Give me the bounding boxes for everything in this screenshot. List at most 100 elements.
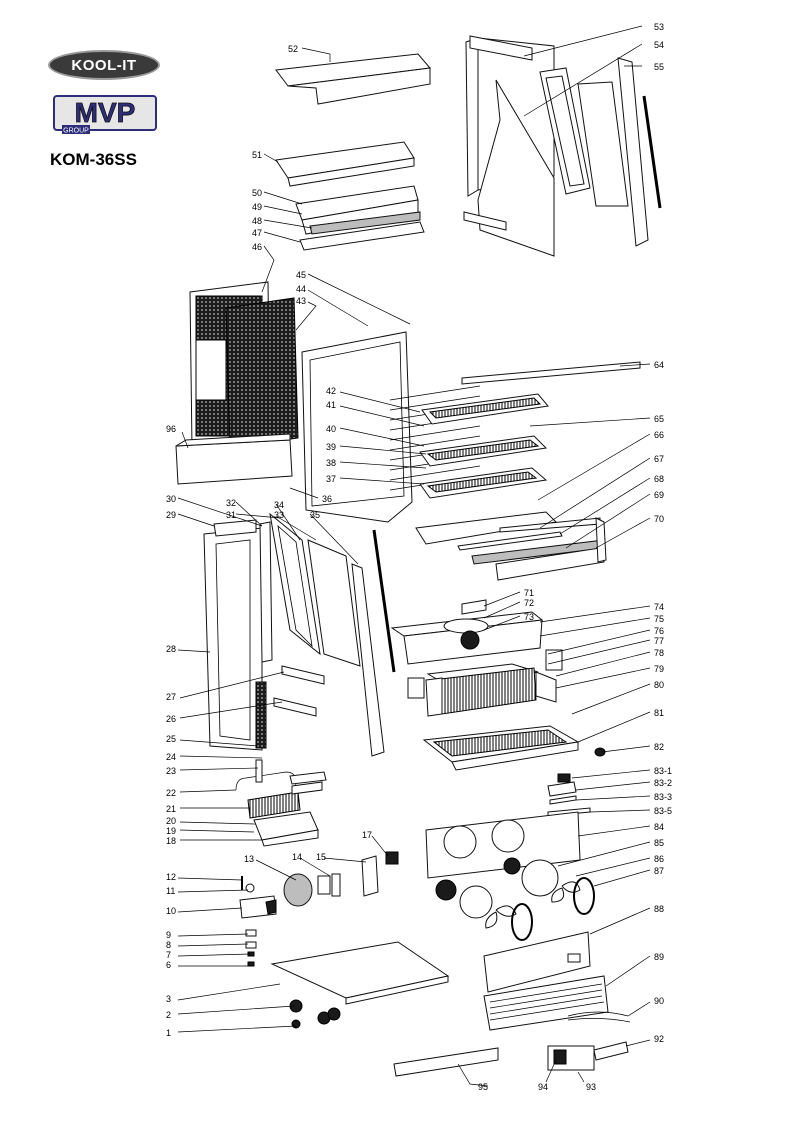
label-6: 6 — [166, 960, 171, 970]
gasket-strip — [309, 211, 421, 235]
label-27: 27 — [166, 692, 176, 702]
label-96: 96 — [166, 424, 176, 434]
kool-it-logo: KOOL-IT — [48, 50, 160, 80]
label-45: 45 — [296, 270, 306, 280]
label-47: 47 — [252, 228, 262, 238]
label-13: 13 — [244, 854, 254, 864]
label-85: 85 — [654, 838, 664, 848]
bottom-trim — [393, 1047, 499, 1077]
door-top-bracket — [213, 519, 257, 537]
label-64: 64 — [654, 360, 664, 370]
label-83-2: 83-2 — [654, 778, 672, 788]
condenser-fan-left — [435, 879, 533, 941]
label-44: 44 — [296, 284, 306, 294]
label-2: 2 — [166, 1010, 171, 1020]
label-28: 28 — [166, 644, 176, 654]
thermostat-switch — [557, 773, 571, 783]
label-50: 50 — [252, 188, 262, 198]
label-90: 90 — [654, 996, 664, 1006]
box-cover — [593, 1041, 629, 1061]
kick-plate — [495, 547, 605, 581]
label-80: 80 — [654, 680, 664, 690]
label-43: 43 — [296, 296, 306, 306]
label-75: 75 — [654, 614, 664, 624]
shelf-strip — [461, 361, 641, 385]
part-labels: 52 51 50 49 48 47 46 45 44 43 42 41 40 3… — [166, 22, 672, 1092]
label-79: 79 — [654, 664, 664, 674]
label-40: 40 — [326, 424, 336, 434]
top-lid-front — [287, 67, 431, 105]
label-95: 95 — [478, 1082, 488, 1092]
front-panel — [483, 931, 591, 993]
base-plate — [270, 941, 450, 999]
door-hinge-rail — [465, 37, 479, 197]
mvp-text: MVP — [75, 97, 136, 128]
leader-lines — [177, 25, 651, 1087]
label-29: 29 — [166, 510, 176, 520]
label-92: 92 — [654, 1034, 664, 1044]
label-39: 39 — [326, 442, 336, 452]
label-36: 36 — [322, 494, 332, 504]
label-83-5: 83-5 — [654, 806, 672, 816]
door-gasket — [642, 95, 662, 209]
label-10: 10 — [166, 906, 176, 916]
label-88: 88 — [654, 904, 664, 914]
label-26: 26 — [166, 714, 176, 724]
door-glass-left — [307, 539, 361, 667]
label-25: 25 — [166, 734, 176, 744]
label-19: 19 — [166, 826, 176, 836]
label-3: 3 — [166, 994, 171, 1004]
evaporator-fan-motor — [460, 630, 480, 650]
label-70: 70 — [654, 514, 664, 524]
label-23: 23 — [166, 766, 176, 776]
service-valve — [245, 883, 255, 893]
label-1: 1 — [166, 1028, 171, 1038]
label-81: 81 — [654, 708, 664, 718]
label-84: 84 — [654, 822, 664, 832]
start-relay — [361, 855, 379, 897]
label-83-3: 83-3 — [654, 792, 672, 802]
evaporator-fan-shroud — [443, 618, 489, 634]
label-46: 46 — [252, 242, 262, 252]
label-12: 12 — [166, 872, 176, 882]
door-handle-left — [351, 563, 385, 757]
compressor-relay — [317, 875, 331, 895]
door-outer-panel — [477, 79, 555, 257]
label-22: 22 — [166, 788, 176, 798]
label-89: 89 — [654, 952, 664, 962]
door-spring — [255, 681, 267, 749]
label-33: 33 — [274, 510, 284, 520]
condenser-coil — [247, 791, 301, 819]
door-glass — [577, 81, 629, 207]
label-41: 41 — [326, 400, 336, 410]
condenser-fan-right — [503, 857, 595, 915]
thermostat-housing — [547, 781, 577, 797]
label-30: 30 — [166, 494, 176, 504]
label-74: 74 — [654, 602, 664, 612]
label-83-1: 83-1 — [654, 766, 672, 776]
label-86: 86 — [654, 854, 664, 864]
filter-drier — [385, 851, 399, 865]
label-42: 42 — [326, 386, 336, 396]
light-tube — [299, 221, 425, 251]
fan-bracket — [461, 599, 487, 615]
label-9: 9 — [166, 930, 171, 940]
door-handle — [617, 57, 649, 247]
label-77: 77 — [654, 636, 664, 646]
compressor — [283, 873, 313, 907]
mvp-group-logo: MVP GROUP — [53, 95, 157, 135]
label-65: 65 — [654, 414, 664, 424]
group-text: GROUP — [63, 128, 89, 135]
label-72: 72 — [524, 598, 534, 608]
label-68: 68 — [654, 474, 664, 484]
model-number: KOM-36SS — [50, 150, 137, 169]
label-51: 51 — [252, 150, 262, 160]
label-55: 55 — [654, 62, 664, 72]
label-67: 67 — [654, 454, 664, 464]
label-48: 48 — [252, 216, 262, 226]
label-21: 21 — [166, 804, 176, 814]
door-hinge-strip — [259, 521, 273, 663]
label-35: 35 — [310, 510, 320, 520]
label-37: 37 — [326, 474, 336, 484]
